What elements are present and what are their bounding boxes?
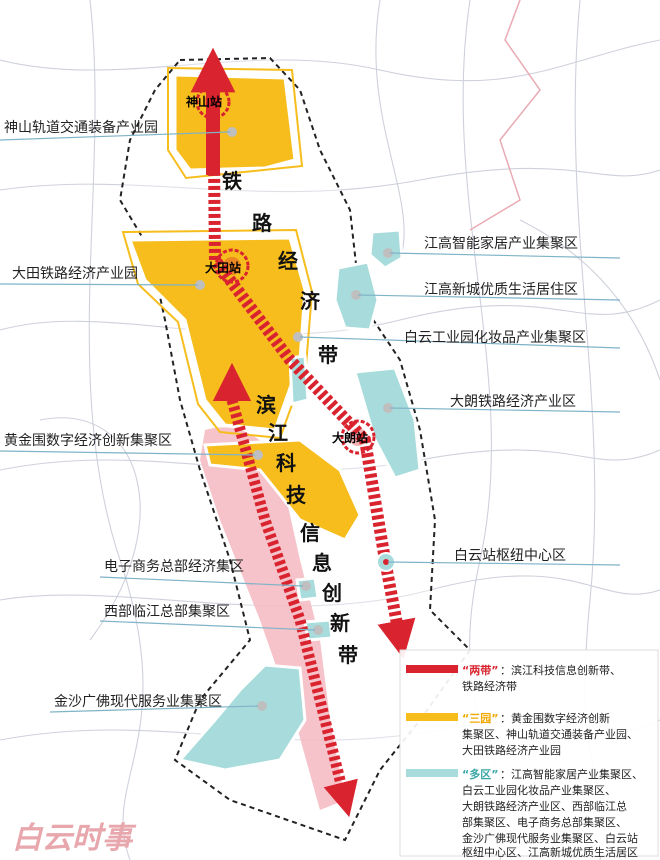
datian-station-label: 大田站 (205, 260, 241, 275)
label-shenshan-park: 神山轨道交通装备产业园 (4, 119, 158, 136)
svg-text:息: 息 (312, 551, 332, 575)
leader-lines (0, 131, 621, 713)
svg-text:金沙广佛现代服务业集聚区、白云站: 金沙广佛现代服务业集聚区、白云站 (462, 831, 638, 845)
label-jianggao-new: 江高新城优质生活居住区 (424, 281, 578, 298)
label-ecommerce: 电子商务总部经济集区 (104, 558, 244, 575)
binjiang-belt-label: 滨 江 科 技 信 息 创 新 带 (256, 393, 358, 667)
svg-text:技: 技 (286, 483, 307, 507)
svg-text:枢纽中心区、江高新城优质生活居区: 枢纽中心区、江高新城优质生活居区 (462, 845, 638, 859)
binjiang-belt (212, 362, 358, 818)
left-labels: 神山轨道交通装备产业园 大田铁路经济产业园 黄金围数字经济创新集聚区 电子商务总… (4, 119, 244, 710)
yellow-zone-outlines (121, 66, 314, 440)
district-boundary-line (469, 0, 541, 231)
railway-belt-label: 铁 路 经 济 带 (222, 169, 338, 367)
datian-park-zone (127, 236, 307, 432)
svg-text:：江高智能家居产业集聚区、: ：江高智能家居产业集聚区、 (500, 767, 643, 781)
svg-text:路: 路 (252, 211, 273, 235)
shenshan-station-label: 神山站 (186, 94, 222, 109)
svg-text:集聚区、神山轨道交通装备产业园、: 集聚区、神山轨道交通装备产业园、 (462, 727, 638, 741)
watermark: 白云时事 (12, 821, 137, 856)
svg-text:信: 信 (300, 521, 320, 545)
zone-dots (195, 127, 393, 711)
label-baiyun-cosmetics: 白云工业园化妆品产业集聚区 (404, 329, 586, 346)
huangjinwei-zone (203, 438, 362, 542)
baiyun-cosmetics-zone (288, 354, 310, 406)
label-baiyun-hub: 白云站枢纽中心区 (454, 548, 566, 564)
svg-text:滨: 滨 (256, 393, 276, 417)
label-huangjinwei: 黄金围数字经济创新集聚区 (4, 432, 172, 449)
legend-two-belts: “两带” ：滨江科技信息创新带、 铁路经济带 (406, 663, 621, 693)
svg-text:“多区”: “多区” (462, 767, 498, 781)
svg-text:新: 新 (330, 611, 350, 635)
svg-text:济: 济 (300, 289, 321, 313)
teal-zones (177, 228, 422, 772)
svg-text:部集聚区、电子商务总部集聚区、: 部集聚区、电子商务总部集聚区、 (462, 815, 627, 829)
right-labels: 江高智能家居产业集聚区 江高新城优质生活居住区 白云工业园化妆品产业集聚区 大朗… (404, 235, 586, 564)
svg-text:白云工业园化妆品产业集聚区、: 白云工业园化妆品产业集聚区、 (462, 783, 616, 797)
jinsha-zone (177, 663, 307, 772)
svg-text:：黄金围数字经济创新: ：黄金围数字经济创新 (500, 711, 610, 725)
svg-text:江: 江 (268, 421, 288, 445)
dalang-station-marker (340, 419, 376, 455)
legend-multi-zones: “多区” ：江高智能家居产业集聚区、 白云工业园化妆品产业集聚区、 大朗铁路经济… (406, 767, 643, 859)
svg-text:“两带”: “两带” (462, 663, 498, 677)
label-dalang-econ: 大朗铁路经济产业区 (450, 394, 576, 410)
label-datian-park: 大田铁路经济产业园 (12, 266, 138, 282)
label-jianggao-home: 江高智能家居产业集聚区 (424, 235, 578, 252)
legend-three-parks: “三园” ：黄金围数字经济创新 集聚区、神山轨道交通装备产业园、 大田铁路经济产… (406, 711, 638, 757)
shenshan-park-zone (173, 73, 297, 172)
svg-text:铁: 铁 (222, 169, 242, 193)
station-markers (195, 84, 396, 572)
svg-text:带: 带 (318, 343, 338, 367)
svg-text:：滨江科技信息创新带、: ：滨江科技信息创新带、 (500, 663, 621, 677)
binjiang-belt-area (200, 427, 345, 810)
shenshan-station-marker (195, 84, 231, 120)
legend: “两带” ：滨江科技信息创新带、 铁路经济带 “三园” ：黄金围数字经济创新 集… (399, 649, 659, 859)
label-jinsha: 金沙广佛现代服务业集聚区 (54, 693, 222, 710)
dalang-station-label: 大朗站 (332, 430, 368, 445)
svg-text:经: 经 (278, 249, 298, 273)
svg-text:大朗铁路经济产业区、西部临江总: 大朗铁路经济产业区、西部临江总 (462, 799, 627, 813)
yellow-zones (127, 73, 362, 542)
svg-text:科: 科 (276, 451, 296, 475)
svg-text:创: 创 (321, 581, 342, 605)
datian-station-marker (214, 248, 250, 284)
svg-text:“三园”: “三园” (462, 712, 498, 725)
label-west-hq: 西部临江总部集聚区 (104, 603, 230, 620)
svg-text:带: 带 (338, 643, 358, 667)
svg-text:大田铁路经济产业园: 大田铁路经济产业园 (462, 743, 561, 757)
svg-text:铁路经济带: 铁路经济带 (462, 679, 517, 693)
